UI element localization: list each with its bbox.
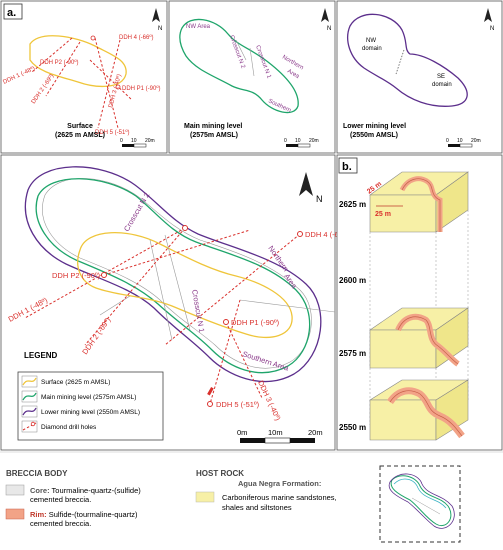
block-dim-horizontal: 25 m [375,211,391,218]
surface-north-arrow: N [152,8,162,32]
map-ddh-4: DDH 4 (-66º) [305,230,349,239]
level-2575: 2575 m [339,349,366,358]
host-title: HOST ROCK [196,469,244,478]
legend-main-level: Main mining level (2575m AMSL) [41,394,136,401]
surface-subtitle: (2625 m AMSL) [55,132,105,139]
surface-ddh-p2: DDH P2 (-90º) [40,59,79,66]
map-ddh-p2: DDH P2 (-90º) [52,271,101,280]
host-line1: Carboniferous marine sandstones, [222,493,337,502]
drill-holes [24,225,303,407]
svg-text:0: 0 [446,138,449,144]
legend-drill-holes: Diamond drill holes [41,424,97,431]
core-desc-line1: Core: Tourmaline-quartz-(sulfide) [30,486,141,495]
panel-a-main [168,0,336,154]
host-line2: shales and siltstones [222,503,292,512]
rim-swatch [5,508,25,520]
main-title: Main mining level [184,123,242,130]
svg-text:10: 10 [457,138,463,144]
svg-text:0m: 0m [237,428,247,437]
legend-lower-level: Lower mining level (2550m AMSL) [41,409,140,416]
surface-scale-bar: 0 10 20m [120,138,155,148]
svg-text:10m: 10m [268,428,283,437]
svg-text:20m: 20m [308,428,323,437]
main-label-area: Area [286,69,301,81]
breccia-title: BRECCIA BODY [6,469,68,478]
surface-title: Surface [67,123,93,130]
lower-subtitle: (2550m AMSL) [350,132,398,139]
block-2625: 25 m 25 m [366,171,469,233]
map-ddh-5: DDH 5 (-51º) [216,400,260,409]
svg-text:N: N [158,26,162,32]
level-2600: 2600 m [339,276,366,285]
main-north-arrow: N [321,8,331,32]
main-subtitle: (2575m AMSL) [190,132,238,139]
lower-nw-label-1: NW [366,38,376,44]
core-desc-line2: cemented breccia. [30,495,91,504]
main-label-nw-area: NW Area [186,24,211,30]
svg-text:10: 10 [295,138,301,144]
lower-title: Lower mining level [343,123,406,130]
panel-b-tag-box [338,157,358,174]
svg-text:0: 0 [120,138,123,144]
map-legend: LEGEND Surface (2625 m AMSL) Main mining… [17,351,164,441]
svg-text:N: N [327,26,331,32]
svg-text:N: N [490,26,494,32]
panel-a-tag-box [3,3,23,20]
legend-title: LEGEND [24,351,58,360]
panel-b-tag: b. [342,161,352,173]
surface-ddh-5: DDH 5 (-51º) [95,129,130,136]
lower-north-arrow: N [484,8,494,32]
location-inset [379,465,461,543]
lower-scale-bar: 0 10 20m [446,138,481,148]
host-rock-legend: HOST ROCK Agua Negra Formation: Carbonif… [195,469,337,512]
level-2550: 2550 m [339,423,366,432]
lower-se-label-2: domain [432,82,452,88]
svg-text:10: 10 [131,138,137,144]
svg-text:20m: 20m [309,138,319,144]
panel-a-tag: a. [7,7,16,19]
panel-a-lower [336,0,503,154]
block-2575 [369,307,469,369]
map-scale-bar: 0m 10m 20m [237,428,323,444]
lower-nw-label-2: domain [362,46,382,52]
main-map-outlines [24,166,336,383]
main-scale-bar: 0 10 20m [284,138,319,148]
level-2625: 2625 m [339,200,366,209]
block-2550 [368,379,470,441]
legend-surface: Surface (2625 m AMSL) [41,379,110,386]
svg-text:0: 0 [284,138,287,144]
svg-text:20m: 20m [145,138,155,144]
map-north-arrow: N [299,172,323,204]
block-diagrams: 25 m 25 m [366,171,470,441]
host-swatch [195,491,215,503]
surface-ddh-p1: DDH P1 (-90º) [122,85,161,92]
surface-ddh-4: DDH 4 (-66º) [119,34,154,41]
map-ddh-p1: DDH P1 (-90º) [231,318,280,327]
rim-desc-line1: Rim: Sulfide-(tourmaline-quartz) [30,510,138,519]
rim-desc-line2: cemented breccia. [30,519,91,528]
lower-level-mini-map: NW domain SE domain [347,13,468,107]
panel-a-surface [0,0,168,154]
breccia-legend: BRECCIA BODY Core: Tourmaline-quartz-(su… [5,469,141,528]
svg-text:N: N [316,194,323,204]
host-formation: Agua Negra Formation: [238,479,321,488]
core-swatch [5,484,25,496]
svg-text:20m: 20m [471,138,481,144]
lower-se-label-1: SE [437,74,445,80]
